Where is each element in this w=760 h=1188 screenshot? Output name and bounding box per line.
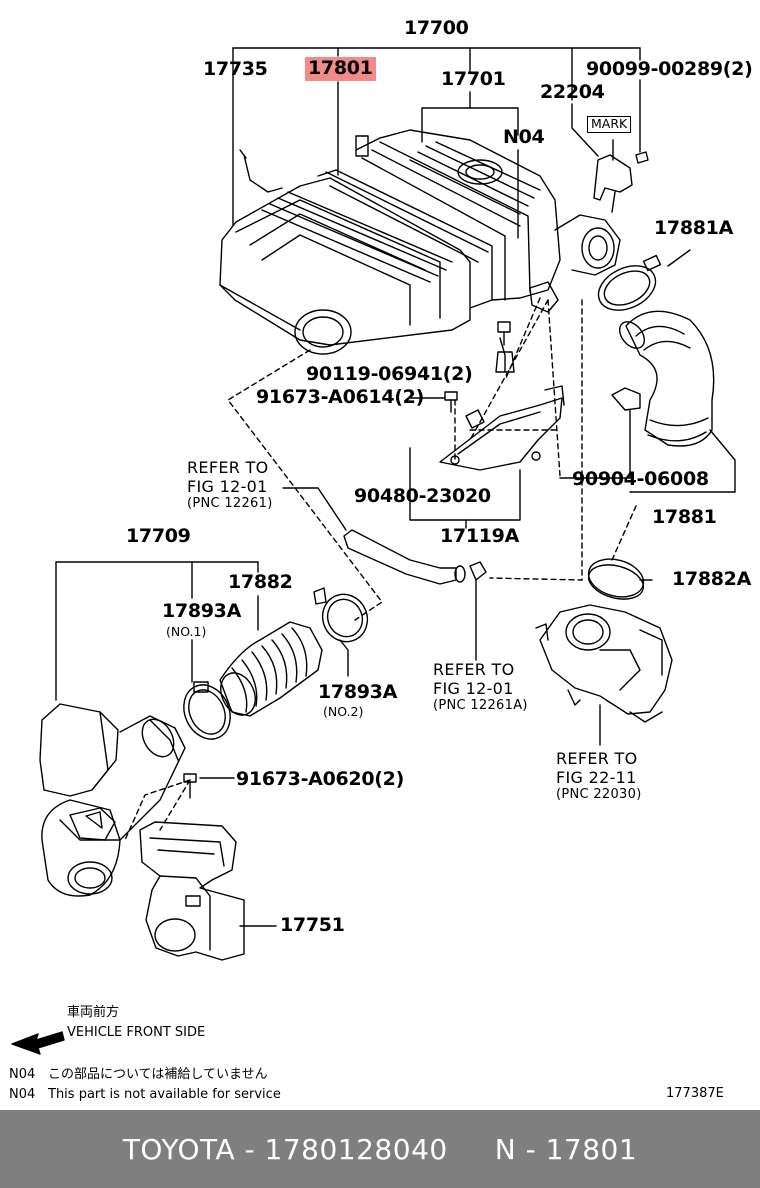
footer-pnc-prefix: N bbox=[494, 1132, 517, 1166]
leader-lines-bottom bbox=[55, 561, 349, 927]
refer-note-12261[interactable]: REFER TO FIG 12-01 (PNC 12261) bbox=[187, 458, 273, 512]
n04-tag-jp: N04 bbox=[9, 1067, 36, 1082]
figure-id: 177387E bbox=[666, 1086, 724, 1101]
throttle-body bbox=[535, 604, 673, 746]
air-inlet-17709 bbox=[39, 703, 186, 897]
label-no1: (NO.1) bbox=[166, 624, 207, 639]
hose-17881 bbox=[611, 310, 715, 447]
refer-line2: FIG 22-11 bbox=[556, 768, 637, 788]
clamp-17893a-no2 bbox=[313, 587, 369, 643]
label-90904-06008[interactable]: 90904-06008 bbox=[572, 468, 709, 490]
label-17801-highlighted[interactable]: 17801 bbox=[305, 57, 376, 81]
label-17701[interactable]: 17701 bbox=[441, 68, 506, 90]
mark-box: MARK bbox=[587, 116, 632, 133]
bolt-90119 bbox=[495, 321, 515, 373]
label-17882[interactable]: 17882 bbox=[228, 571, 293, 593]
n04-note-en: This part is not available for service bbox=[48, 1087, 281, 1102]
refer-line3: (PNC 12261) bbox=[187, 496, 273, 512]
refer-line2: FIG 12-01 bbox=[187, 477, 268, 497]
resonator-17751 bbox=[139, 821, 245, 961]
clamp-17882a bbox=[587, 558, 645, 600]
footer-pnc[interactable]: 17801 bbox=[545, 1132, 638, 1166]
front-side-jp: 車両前方 bbox=[67, 1005, 120, 1020]
refer-line1: REFER TO bbox=[433, 660, 515, 679]
label-17709[interactable]: 17709 bbox=[126, 525, 191, 547]
screw-91673-a0620 bbox=[183, 773, 197, 799]
footer-separator: - bbox=[235, 1132, 265, 1166]
pipe-12261 bbox=[343, 529, 487, 661]
label-90119-06941[interactable]: 90119-06941(2) bbox=[306, 363, 473, 385]
refer-line2: FIG 12-01 bbox=[433, 679, 514, 699]
clamp-17893a-no1 bbox=[183, 681, 231, 740]
bracket-17119a bbox=[439, 385, 565, 471]
refer-line3: (PNC 22030) bbox=[556, 787, 642, 803]
air-cleaner-assembly bbox=[219, 129, 649, 355]
refer-line1: REFER TO bbox=[556, 749, 638, 768]
label-91673-a0614[interactable]: 91673-A0614(2) bbox=[256, 386, 424, 408]
label-17751[interactable]: 17751 bbox=[280, 914, 345, 936]
label-17700[interactable]: 17700 bbox=[404, 17, 469, 39]
label-17119a[interactable]: 17119A bbox=[440, 525, 520, 547]
front-side-en: VEHICLE FRONT SIDE bbox=[67, 1025, 206, 1040]
label-17893a-no1[interactable]: 17893A bbox=[162, 600, 242, 622]
n04-note-jp: この部品については補給していません bbox=[48, 1067, 268, 1082]
front-arrow-icon bbox=[11, 1031, 65, 1055]
label-n04[interactable]: N04 bbox=[503, 126, 545, 148]
refer-line1: REFER TO bbox=[187, 458, 269, 477]
refer-note-12261a[interactable]: REFER TO FIG 12-01 (PNC 12261A) bbox=[433, 660, 528, 714]
label-22204[interactable]: 22204 bbox=[540, 81, 605, 103]
label-90099-00289[interactable]: 90099-00289(2) bbox=[586, 58, 753, 80]
label-17882a[interactable]: 17882A bbox=[672, 568, 752, 590]
footer-brand: TOYOTA bbox=[122, 1132, 236, 1166]
refer-note-22030[interactable]: REFER TO FIG 22-11 (PNC 22030) bbox=[556, 749, 642, 803]
label-17881[interactable]: 17881 bbox=[652, 506, 717, 528]
label-17893a-no2[interactable]: 17893A bbox=[318, 681, 398, 703]
n04-tag-en: N04 bbox=[9, 1087, 36, 1102]
label-no2: (NO.2) bbox=[323, 704, 364, 719]
footer-separator: - bbox=[516, 1132, 546, 1166]
dashed-reference-lines bbox=[124, 297, 637, 841]
bellows-hose-17882 bbox=[219, 621, 323, 717]
parts-diagram bbox=[11, 47, 736, 1055]
label-91673-a0620[interactable]: 91673-A0620(2) bbox=[236, 768, 404, 790]
label-90480-23020[interactable]: 90480-23020 bbox=[354, 485, 491, 507]
label-17735[interactable]: 17735 bbox=[203, 58, 268, 80]
label-17881a[interactable]: 17881A bbox=[654, 217, 734, 239]
footer-part-number[interactable]: 1780128040 bbox=[264, 1132, 448, 1166]
footer-bar: TOYOTA - 1780128040 N - 17801 bbox=[0, 1110, 760, 1188]
clamp-17881a bbox=[597, 254, 662, 311]
leader-lines-top bbox=[232, 47, 736, 581]
footer-gap bbox=[448, 1133, 495, 1166]
refer-line3: (PNC 12261A) bbox=[433, 698, 528, 714]
